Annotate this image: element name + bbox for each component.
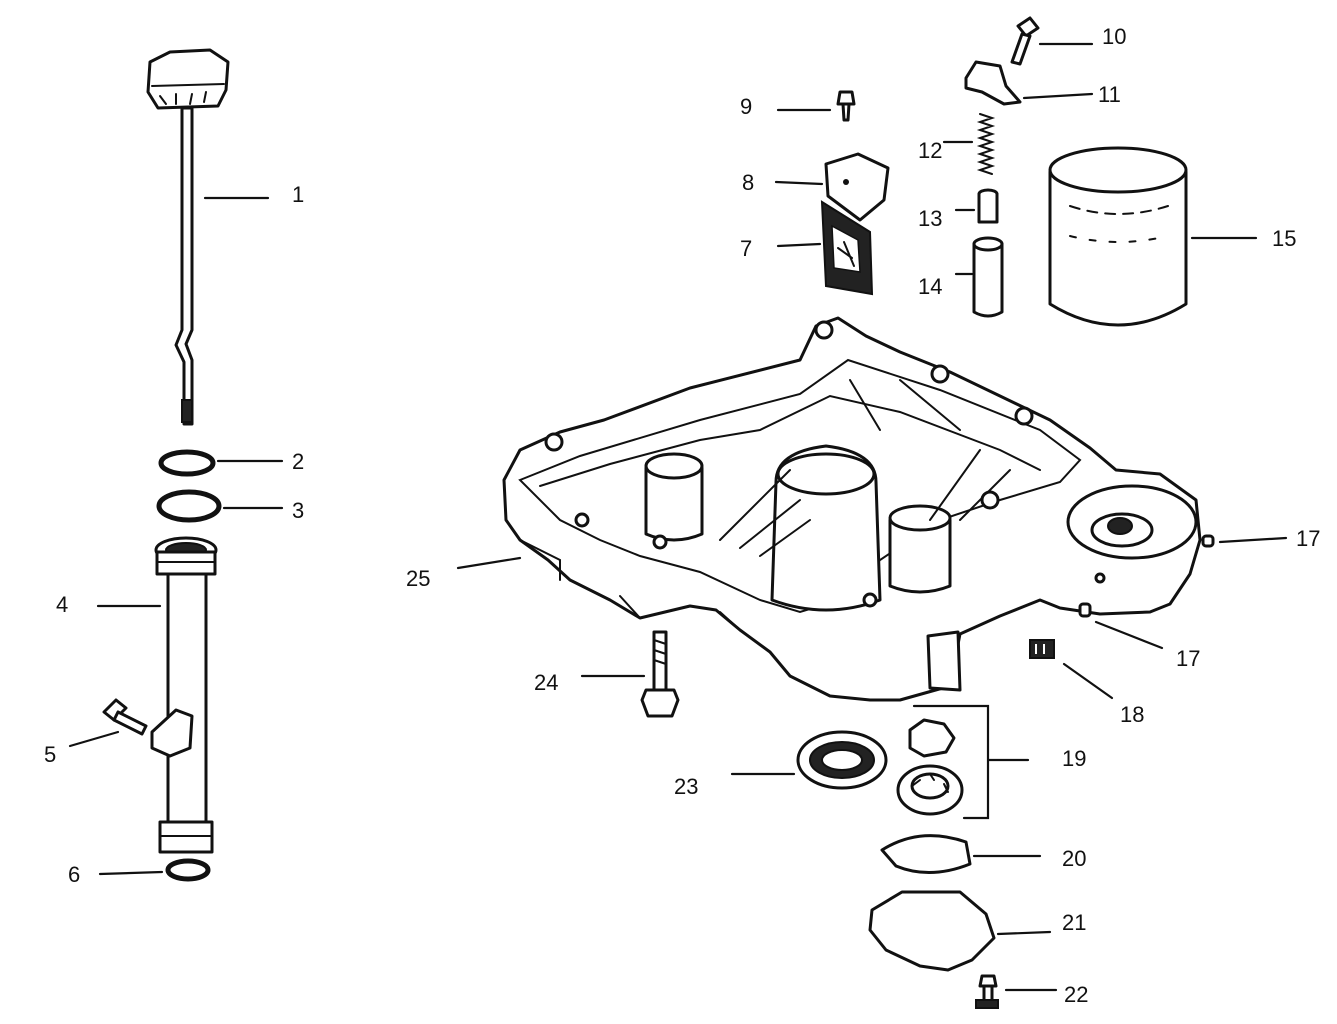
- callout-25: 25: [406, 566, 430, 591]
- plug-17a-part: [1201, 534, 1215, 548]
- o-ring-3-part: [156, 489, 222, 523]
- bolt-5-part: [102, 698, 148, 736]
- callout-labels: 1 2 3 4 5 6 7 8 9 10 11 12 13 14 15 17 1…: [44, 24, 1320, 1007]
- callout-14: 14: [918, 274, 942, 299]
- decal-7-part: [820, 200, 874, 296]
- callout-23: 23: [674, 774, 698, 799]
- callout-2: 2: [292, 449, 304, 474]
- callout-22: 22: [1064, 982, 1088, 1007]
- callout-17-right: 17: [1296, 526, 1320, 551]
- gasket-20-part: [880, 834, 972, 875]
- cover-plate-8-part: [824, 152, 890, 222]
- oil-pan-25-part: [502, 316, 1202, 702]
- o-ring-2-part: [158, 449, 216, 477]
- bolt-10-part: [1010, 16, 1040, 66]
- callout-3: 3: [292, 498, 304, 523]
- plug-17b-part: [1078, 602, 1092, 618]
- screw-9-part: [836, 90, 856, 122]
- leader-lines: [68, 42, 1288, 992]
- callout-19: 19: [1062, 746, 1086, 771]
- callout-1: 1: [292, 182, 304, 207]
- callout-5: 5: [44, 742, 56, 767]
- pump-cover-21-part: [868, 890, 996, 972]
- fitting-18-part: [1029, 639, 1055, 659]
- callout-8: 8: [742, 170, 754, 195]
- bracket-11-part: [964, 60, 1022, 106]
- screw-22-part: [975, 974, 999, 1009]
- rotor-set-19-part: [896, 718, 964, 816]
- callout-4: 4: [56, 592, 68, 617]
- spring-12-part: [976, 113, 996, 175]
- callout-9: 9: [740, 94, 752, 119]
- o-ring-6-part: [165, 858, 211, 882]
- callout-6: 6: [68, 862, 80, 887]
- dipstick-part: [146, 48, 230, 426]
- sleeve-14-part: [972, 236, 1004, 318]
- callout-18: 18: [1120, 702, 1144, 727]
- callout-7: 7: [740, 236, 752, 261]
- callout-10: 10: [1102, 24, 1126, 49]
- callout-13: 13: [918, 206, 942, 231]
- oil-filter-15-part: [1048, 146, 1188, 327]
- callout-17-lower: 17: [1176, 646, 1200, 671]
- callout-21: 21: [1062, 910, 1086, 935]
- dipstick-tube-part: [150, 536, 218, 854]
- valve-13-part: [977, 188, 999, 224]
- callout-12: 12: [918, 138, 942, 163]
- callout-20: 20: [1062, 846, 1086, 871]
- callout-11: 11: [1098, 82, 1121, 107]
- oil-seal-23-part: [796, 730, 888, 790]
- bolt-24-part: [640, 630, 680, 718]
- callout-24: 24: [534, 670, 558, 695]
- callout-15: 15: [1272, 226, 1296, 251]
